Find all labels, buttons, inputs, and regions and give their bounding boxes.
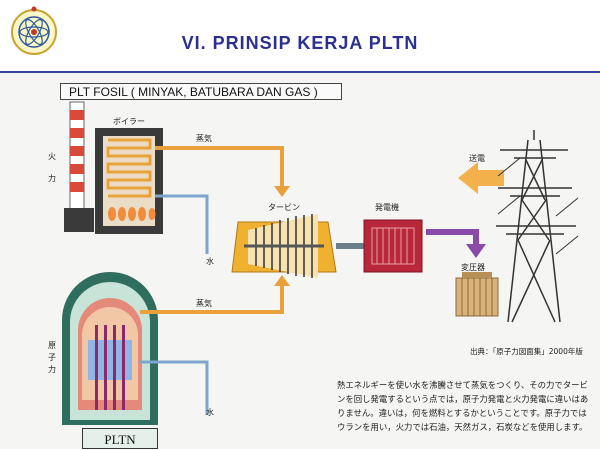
boiler-label: ボイラー [113, 117, 145, 126]
nuclear-label-2: 子 [48, 353, 56, 362]
boiler-building [64, 128, 163, 234]
batan-logo-icon [11, 6, 57, 55]
transmission-label: 送電 [469, 154, 485, 163]
water-pipe-top [155, 194, 209, 254]
steam-label-top: 蒸気 [196, 134, 212, 143]
turbine-shaft [336, 243, 364, 249]
turbine-label: タービン [268, 203, 300, 212]
title-divider [0, 71, 600, 73]
water-label-bottom: 水 [206, 408, 214, 417]
chimney [69, 101, 85, 211]
steam-pipe-top [155, 146, 290, 197]
generator-icon [363, 219, 423, 273]
steam-pipe-bottom [140, 275, 290, 314]
page-title: VI. PRINSIP KERJA PLTN [181, 33, 419, 53]
fire-power-label-1: 火 [48, 152, 56, 161]
fuel-rods-icon [95, 325, 125, 410]
fire-power-label-2: 力 [48, 174, 56, 183]
water-pipe-bottom [140, 360, 209, 415]
turbine-icon [231, 214, 337, 278]
reactor-containment [62, 272, 158, 425]
transformer-icon [455, 272, 499, 317]
arrow-to-transformer-icon [426, 229, 486, 258]
explanation-note: 熱エネルギーを使い水を沸騰させて蒸気をつくり、その力でタービンを回し発電するとい… [337, 380, 589, 432]
source-credit: 出典：「原子力図面集」2000年版 [470, 347, 583, 356]
transformer-label: 変圧器 [461, 263, 485, 272]
generator-label: 発電機 [375, 203, 399, 212]
pltn-label: PLTN [82, 428, 158, 449]
transmission-arrow-icon [458, 162, 504, 194]
transmission-tower-icon [496, 130, 579, 323]
nuclear-label-1: 原 [48, 341, 56, 350]
fossil-plant-label: PLT FOSIL ( MINYAK, BATUBARA DAN GAS ) [60, 83, 342, 100]
water-label-top: 水 [206, 257, 214, 266]
burner-flames-icon [108, 207, 156, 221]
nuclear-label-3: 力 [48, 365, 56, 374]
steam-label-bottom: 蒸気 [196, 299, 212, 308]
